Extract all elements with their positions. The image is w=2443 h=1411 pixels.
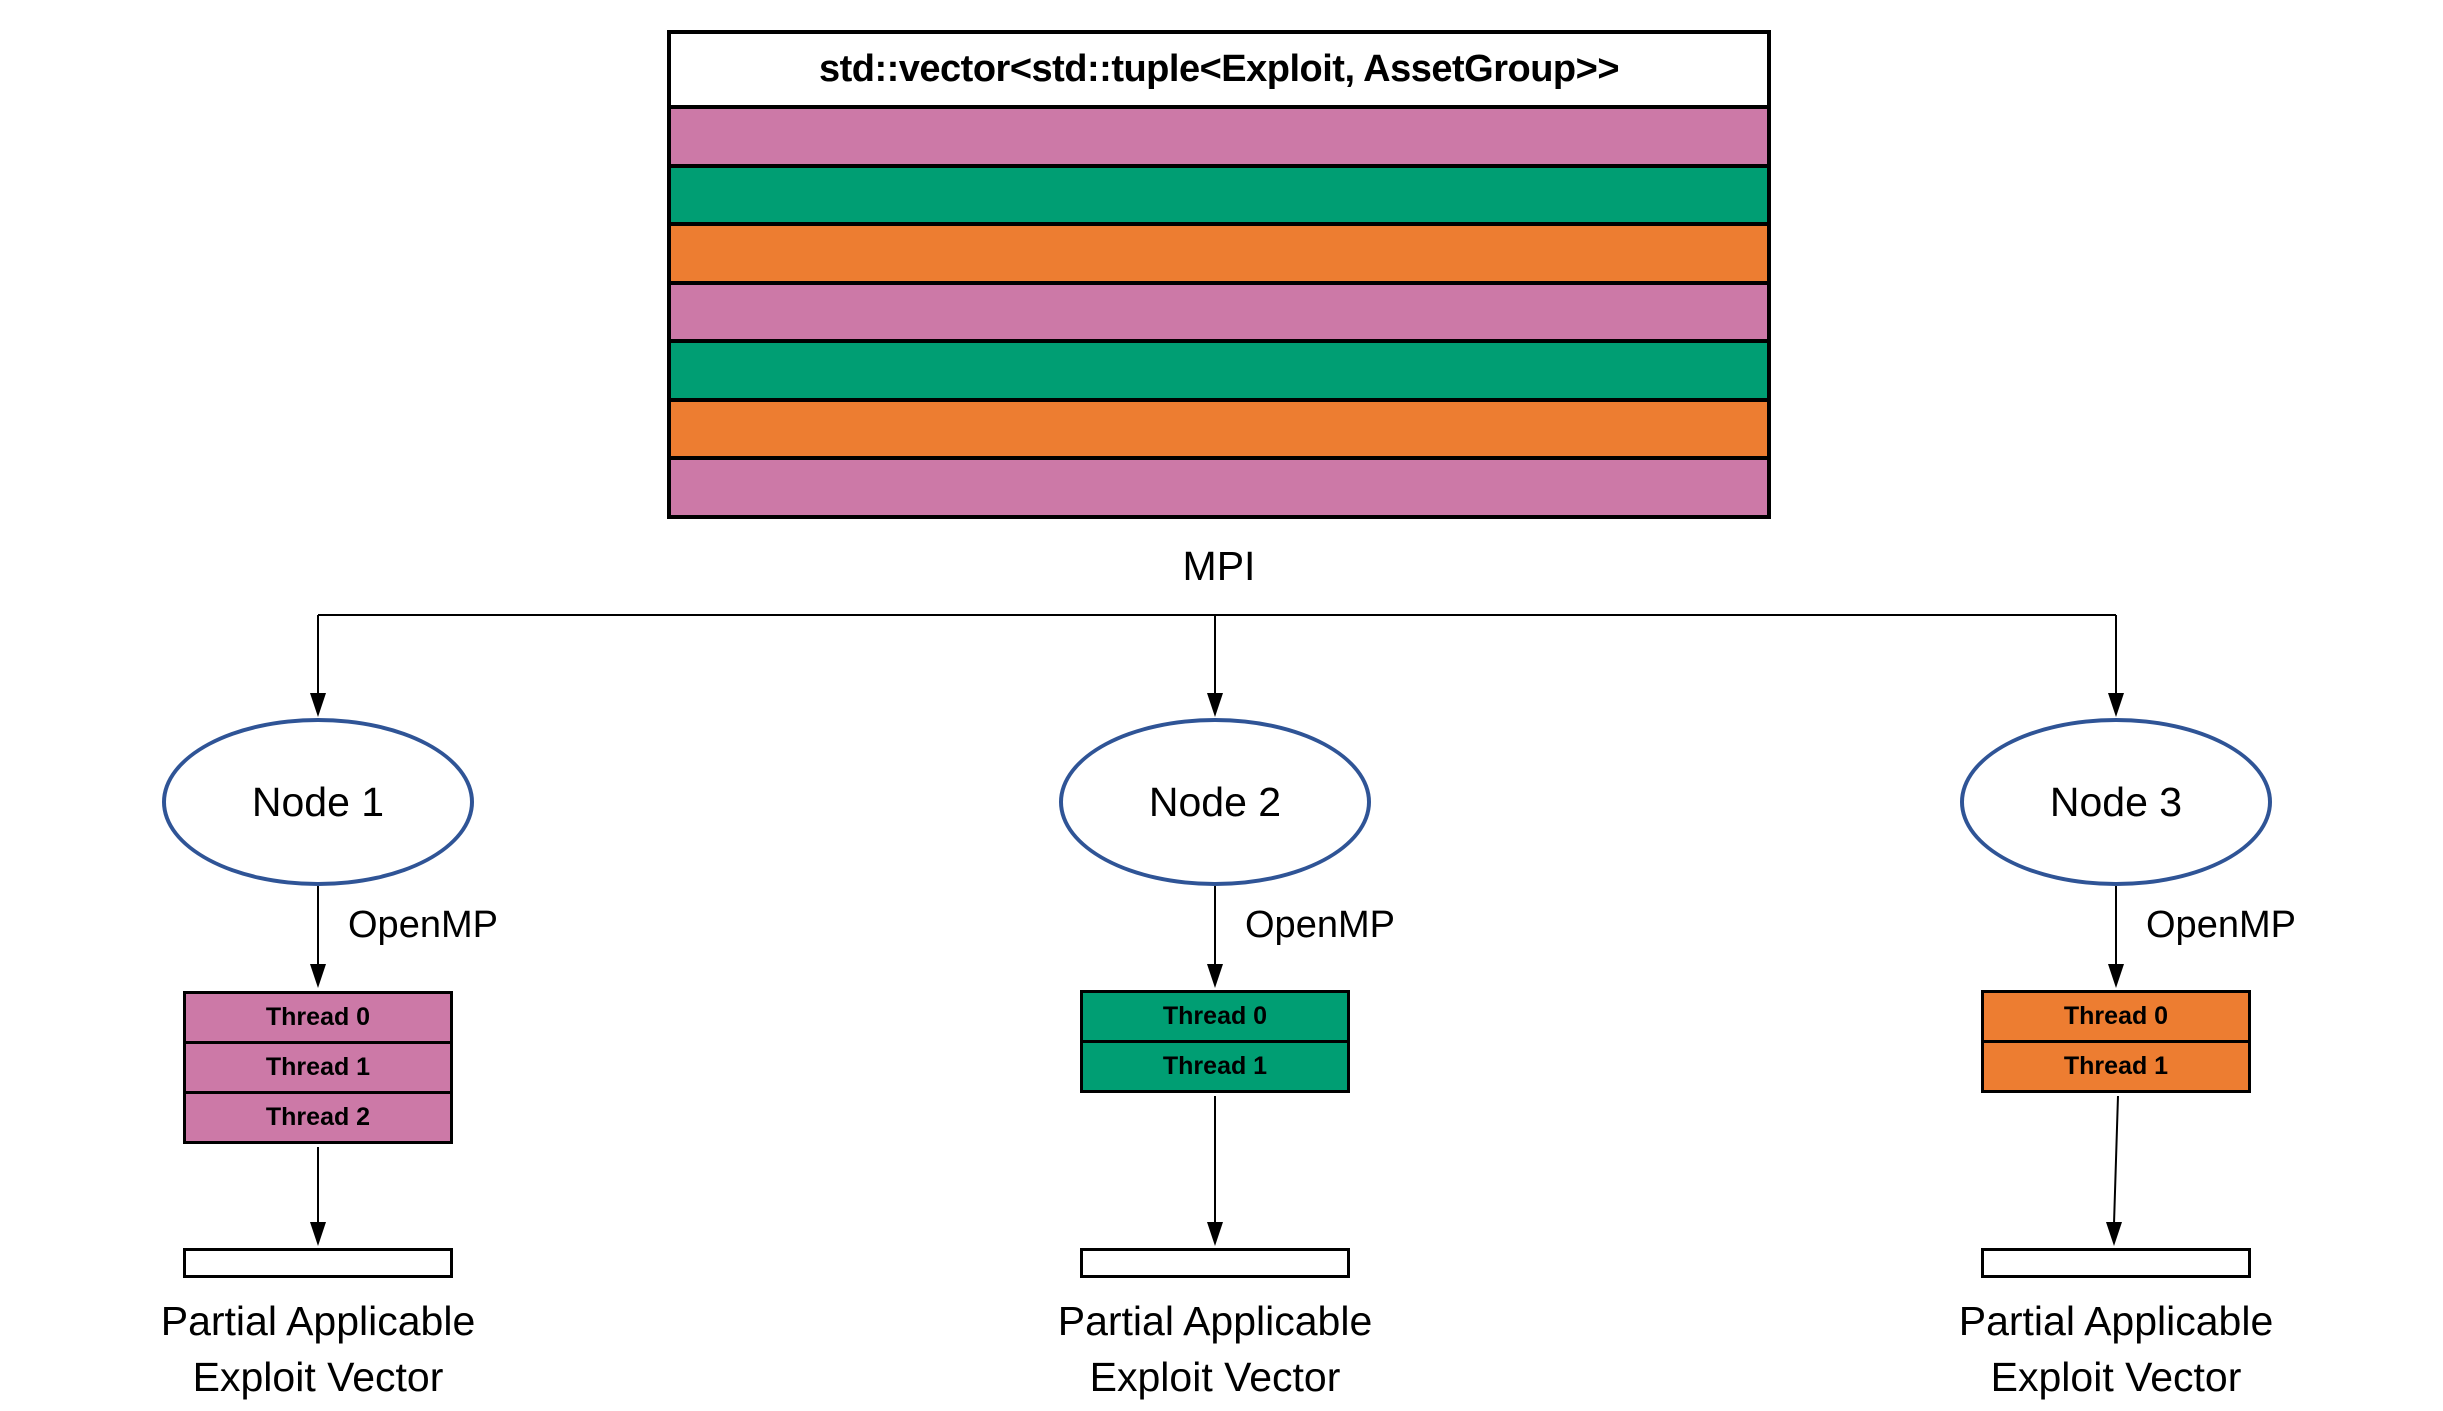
thread-row: Thread 0 — [1083, 993, 1347, 1043]
arrow-head — [310, 964, 326, 988]
openmp-label-node-2: OpenMP — [1245, 904, 1395, 946]
node-2-label: Node 2 — [1148, 778, 1282, 825]
openmp-label-node-1: OpenMP — [348, 904, 498, 946]
arrow-head — [1207, 1222, 1223, 1246]
arrow-node-3-to-threads — [2108, 886, 2124, 988]
thread-row: Thread 2 — [186, 1094, 450, 1141]
arrow-head — [2108, 964, 2124, 988]
arrow-threads-3-to-output — [2106, 1095, 2122, 1246]
vector-stripe-4 — [671, 284, 1767, 343]
arrow-mpi-to-node-2 — [1207, 615, 1223, 717]
vector-stripe-7 — [671, 460, 1767, 515]
node-3-ellipse: Node 3 — [1960, 718, 2272, 886]
arrow-node-1-to-threads — [310, 886, 326, 988]
partial-output-box-node-3 — [1981, 1248, 2251, 1278]
partial-output-label-line2: Exploit Vector — [192, 1354, 444, 1400]
partial-output-label-line2: Exploit Vector — [1990, 1354, 2242, 1400]
partial-output-label-node-2: Partial Applicable Exploit Vector — [935, 1293, 1495, 1405]
arrow-head — [1207, 964, 1223, 988]
arrow-head — [310, 1222, 326, 1246]
thread-stack-node-1: Thread 0 Thread 1 Thread 2 — [183, 991, 453, 1144]
partial-output-label-line1: Partial Applicable — [160, 1298, 476, 1344]
node-2-ellipse: Node 2 — [1059, 718, 1371, 886]
node-1-ellipse: Node 1 — [162, 718, 474, 886]
partial-output-label-line2: Exploit Vector — [1089, 1354, 1341, 1400]
mpi-label: MPI — [1182, 543, 1256, 589]
partial-output-label-node-3: Partial Applicable Exploit Vector — [1836, 1293, 2396, 1405]
arrow-line — [2113, 1095, 2119, 1225]
arrow-head — [310, 693, 326, 717]
partial-output-box-node-1 — [183, 1248, 453, 1278]
thread-row: Thread 1 — [186, 1044, 450, 1094]
arrow-head — [1207, 693, 1223, 717]
thread-row: Thread 1 — [1083, 1043, 1347, 1090]
vector-stripe-6 — [671, 401, 1767, 460]
openmp-label-node-3: OpenMP — [2146, 904, 2296, 946]
vector-stripe-2 — [671, 167, 1767, 226]
thread-row: Thread 0 — [1984, 993, 2248, 1043]
vector-box-title: std::vector<std::tuple<Exploit, AssetGro… — [671, 34, 1767, 109]
vector-stripe-3 — [671, 226, 1767, 285]
arrow-mpi-to-node-1 — [310, 615, 326, 717]
partial-output-label-line1: Partial Applicable — [1958, 1298, 2274, 1344]
arrow-threads-2-to-output — [1207, 1096, 1223, 1246]
partial-output-label-line1: Partial Applicable — [1057, 1298, 1373, 1344]
thread-row: Thread 1 — [1984, 1043, 2248, 1090]
arrow-head — [2106, 1222, 2122, 1246]
node-1-label: Node 1 — [251, 778, 385, 825]
node-3-label: Node 3 — [2049, 778, 2183, 825]
vector-stripe-1 — [671, 109, 1767, 168]
thread-stack-node-2: Thread 0 Thread 1 — [1080, 990, 1350, 1093]
arrow-head — [2108, 693, 2124, 717]
thread-row: Thread 0 — [186, 994, 450, 1044]
thread-stack-node-3: Thread 0 Thread 1 — [1981, 990, 2251, 1093]
vector-stripe-5 — [671, 343, 1767, 402]
arrow-threads-1-to-output — [310, 1147, 326, 1246]
partial-output-box-node-2 — [1080, 1248, 1350, 1278]
partial-output-label-node-1: Partial Applicable Exploit Vector — [38, 1293, 598, 1405]
arrow-mpi-to-node-3 — [2108, 615, 2124, 717]
arrow-node-2-to-threads — [1207, 886, 1223, 988]
exploit-assetgroup-vector-box: std::vector<std::tuple<Exploit, AssetGro… — [667, 30, 1771, 519]
